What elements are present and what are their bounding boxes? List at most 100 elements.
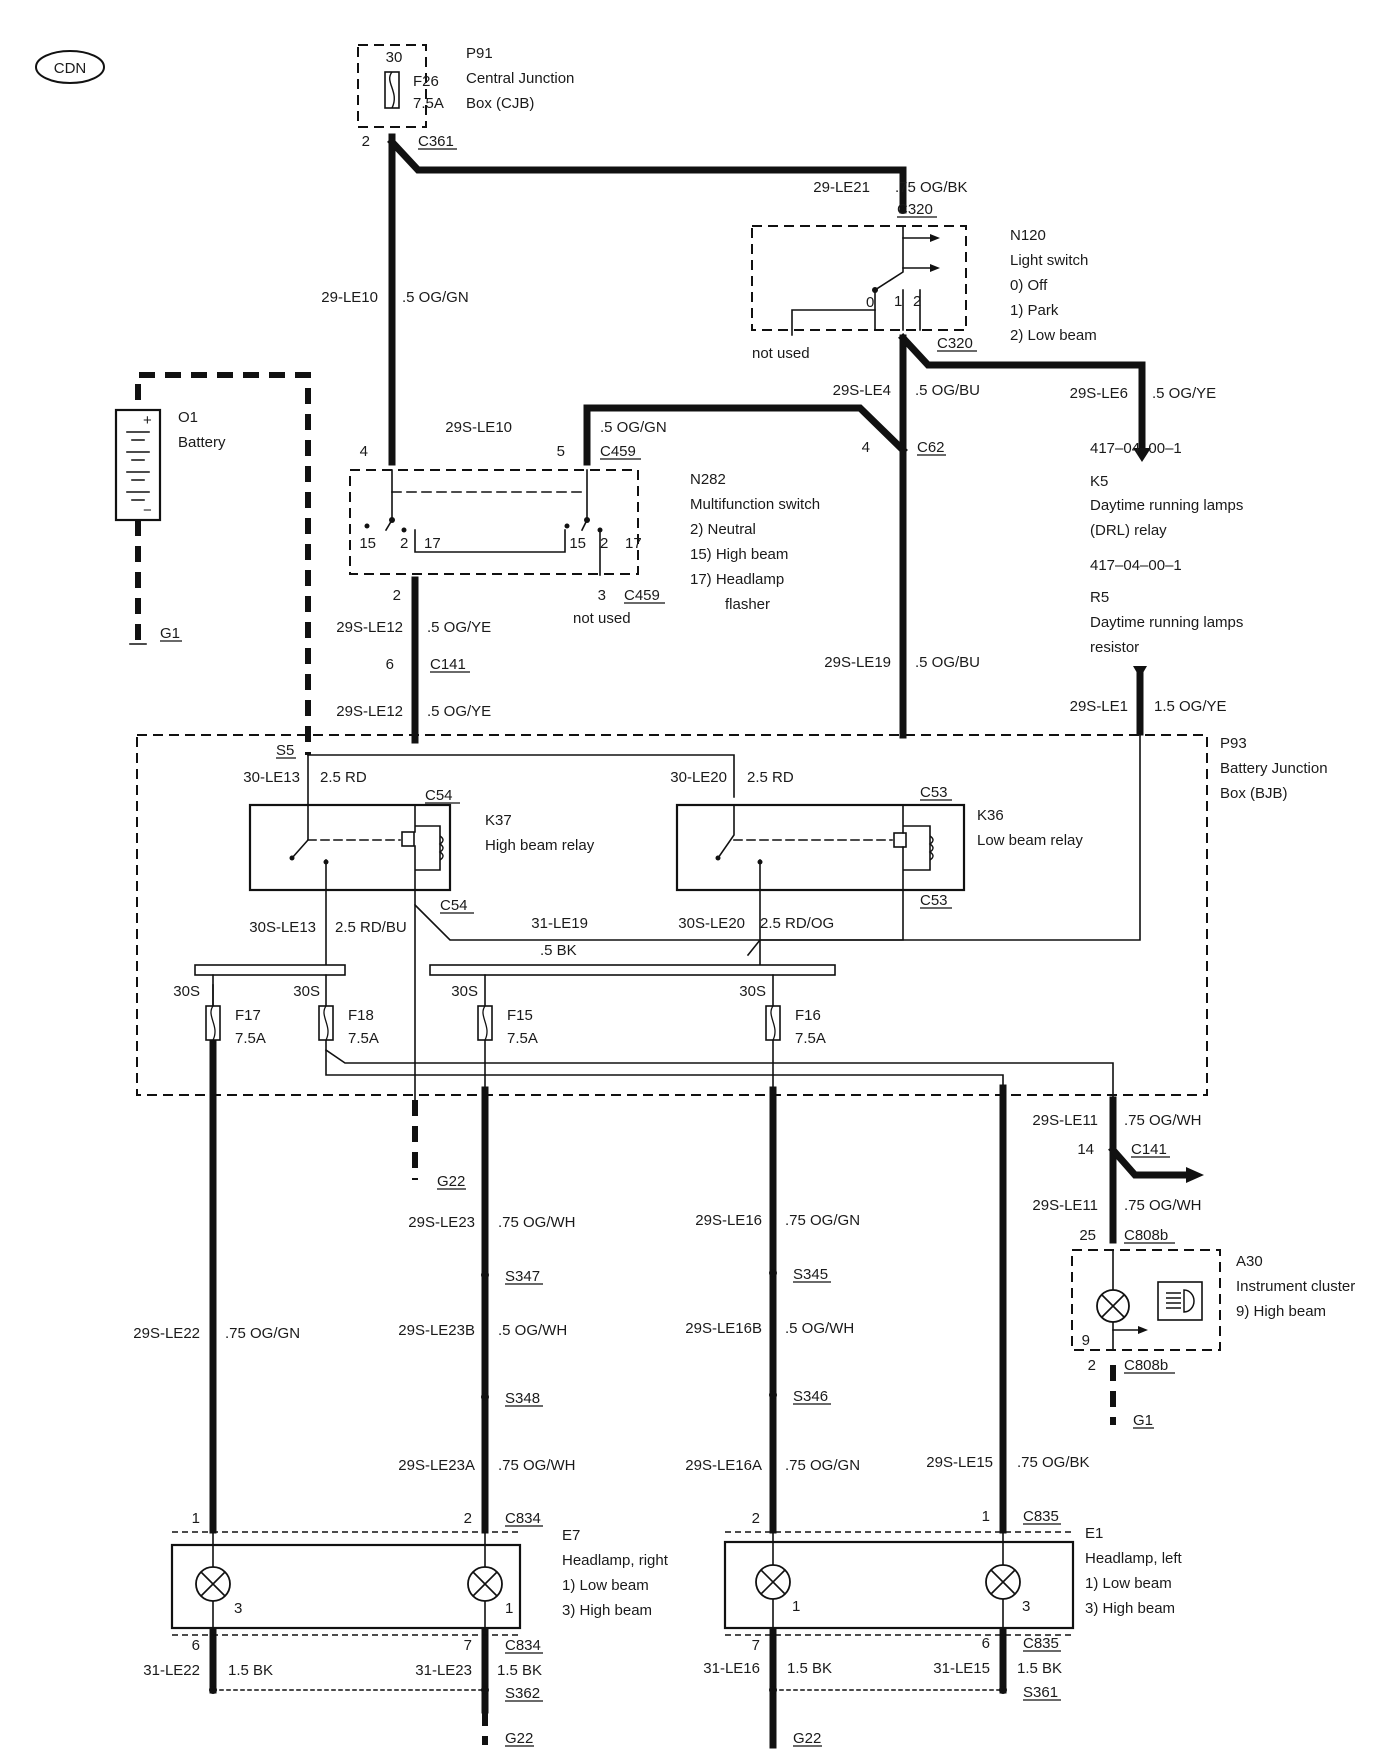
spec-31-le16: 1.5 BK [787, 1660, 832, 1677]
n282-contact-2b: 2 [600, 535, 608, 552]
n120-desc: Light switch [1010, 252, 1088, 269]
n120-pin-1: 1 [894, 293, 902, 310]
spec-29s-le16b: .5 OG/WH [785, 1320, 854, 1337]
wires [135, 133, 1204, 1749]
fuse-f18-name: F18 [348, 1007, 374, 1024]
p93-name: P93 [1220, 735, 1247, 752]
label-29s-le22: 29S-LE22 [133, 1325, 200, 1342]
spec-31-le15: 1.5 BK [1017, 1660, 1062, 1677]
fuse-f15-name: F15 [507, 1007, 533, 1024]
spec-30-le20: 2.5 RD [747, 769, 794, 786]
e1-lamp-pin-3: 3 [1022, 1598, 1030, 1615]
n120-outline [751, 225, 967, 331]
p91-central-junction-box: 30 F26 7.5A P91 Central Junction Box (CJ… [357, 44, 574, 150]
spec-29s-le16: .75 OG/GN [785, 1212, 860, 1229]
n282-flasher-link [414, 529, 566, 553]
label-31-le22: 31-LE22 [143, 1662, 200, 1679]
e7-item-high-beam: 3) High beam [562, 1602, 652, 1619]
spec-30s-le13: 2.5 RD/BU [335, 919, 407, 936]
n120-switch-lever [873, 225, 904, 292]
p91-pin-30: 30 [386, 49, 403, 66]
arrow-c141 [1186, 1167, 1204, 1183]
a30-desc: Instrument cluster [1236, 1278, 1355, 1295]
splice-s347: S347 [505, 1268, 540, 1285]
label-29-le21: 29-LE21 [813, 179, 870, 196]
e7-lamp-pin-1: 1 [505, 1600, 513, 1617]
e1-item-low-beam: 1) Low beam [1085, 1575, 1172, 1592]
n282-contact-17b: 17 [625, 535, 642, 552]
r5-desc-line1: Daytime running lamps [1090, 614, 1243, 631]
spec-29s-le4: .5 OG/BU [915, 382, 980, 399]
wire-29s-le10 [583, 404, 908, 466]
a30-outline [1071, 1249, 1221, 1351]
p91-desc-line1: Central Junction [466, 70, 574, 87]
n282-multifunction-switch: 4 29S-LE10 .5 OG/GN 5 C459 4 C62 15 2 17… [349, 419, 946, 627]
splice-s346-dot [769, 1391, 777, 1399]
battery-cells [126, 431, 150, 501]
n282-pin-4: 4 [360, 443, 368, 460]
fuse-f18-pin: 30S [293, 983, 320, 1000]
wire-29-le21 [387, 137, 907, 214]
a30-pin-2: 2 [1088, 1357, 1096, 1374]
k37-coil-wires [414, 804, 441, 891]
label-29s-le16a: 29S-LE16A [685, 1457, 762, 1474]
wire-30-le20 [307, 754, 735, 798]
k5-name: K5 [1090, 473, 1108, 490]
n282-out-pin-3: 3 [598, 587, 606, 604]
spec-29s-le12-lower: .5 OG/YE [427, 703, 491, 720]
k36-relay-box [675, 803, 966, 892]
wire-29s-le11-feed [324, 1048, 1114, 1101]
wire-29s-le6 [898, 333, 1146, 456]
ground-g1-battery: G1 [160, 625, 180, 642]
label-29s-le12-lower: 29S-LE12 [336, 703, 403, 720]
n282-pin-5: 5 [557, 443, 565, 460]
label-29s-le16b: 29S-LE16B [685, 1320, 762, 1337]
label-29s-le15: 29S-LE15 [926, 1454, 993, 1471]
splice-s348: S348 [505, 1390, 540, 1407]
label-30-le13: 30-LE13 [243, 769, 300, 786]
k36-name: K36 [977, 807, 1004, 824]
ground-g22-left-headlamp: G22 [793, 1730, 821, 1747]
splice-s348-dot [481, 1393, 489, 1401]
connector-c62: C62 [917, 439, 945, 456]
fuse-f26-element [389, 71, 395, 109]
n120-pin-0: 0 [866, 294, 874, 311]
n120-name: N120 [1010, 227, 1046, 244]
fuse-f17-name: F17 [235, 1007, 261, 1024]
fuse-f16-pin: 30S [739, 983, 766, 1000]
connector-c320-top: C320 [897, 201, 933, 218]
fuse-f15-pin: 30S [451, 983, 478, 1000]
n282-contact-17a: 17 [424, 535, 441, 552]
k37-relay-box [248, 803, 452, 892]
spec-29s-le23a: .75 OG/WH [498, 1457, 576, 1474]
connector-c361: C361 [418, 133, 454, 150]
label-29s-le11-upper: 29S-LE11 [1032, 1112, 1098, 1129]
region-badge-outline [35, 50, 105, 84]
connector-c320-bottom: C320 [937, 335, 973, 352]
c141-pin-14: 14 [1077, 1141, 1094, 1158]
e7-pin-1: 1 [192, 1510, 200, 1527]
n282-contact-15a: 15 [359, 535, 376, 552]
k36-coil-icon [893, 832, 907, 848]
busbar-taps [212, 974, 774, 1006]
connector-c53-top: C53 [920, 784, 948, 801]
k37-name: K37 [485, 812, 512, 829]
connector-c141-upper: C141 [430, 656, 466, 673]
label-29s-le23b: 29S-LE23B [398, 1322, 475, 1339]
e1-lamp-wires [772, 1531, 1004, 1629]
k37-coil-icon [401, 831, 415, 847]
connector-c835-top: C835 [1023, 1508, 1059, 1525]
fuse-f26-name: F26 [413, 73, 439, 90]
n282-contact-15b: 15 [569, 535, 586, 552]
label-30s-le13: 30S-LE13 [249, 919, 316, 936]
spec-29s-le23: .75 OG/WH [498, 1214, 576, 1231]
label-31-le15: 31-LE15 [933, 1660, 990, 1677]
r5-ref: 417–04–00–1 [1090, 557, 1182, 574]
spec-29-le10: .5 OG/GN [402, 289, 469, 306]
n282-levers [384, 518, 589, 532]
label-29s-le6: 29S-LE6 [1070, 385, 1128, 402]
p91-name: P91 [466, 45, 493, 62]
spec-31-le23: 1.5 BK [497, 1662, 542, 1679]
a30-pin-9: 9 [1082, 1332, 1090, 1349]
wire-f18-out [325, 1029, 1004, 1089]
